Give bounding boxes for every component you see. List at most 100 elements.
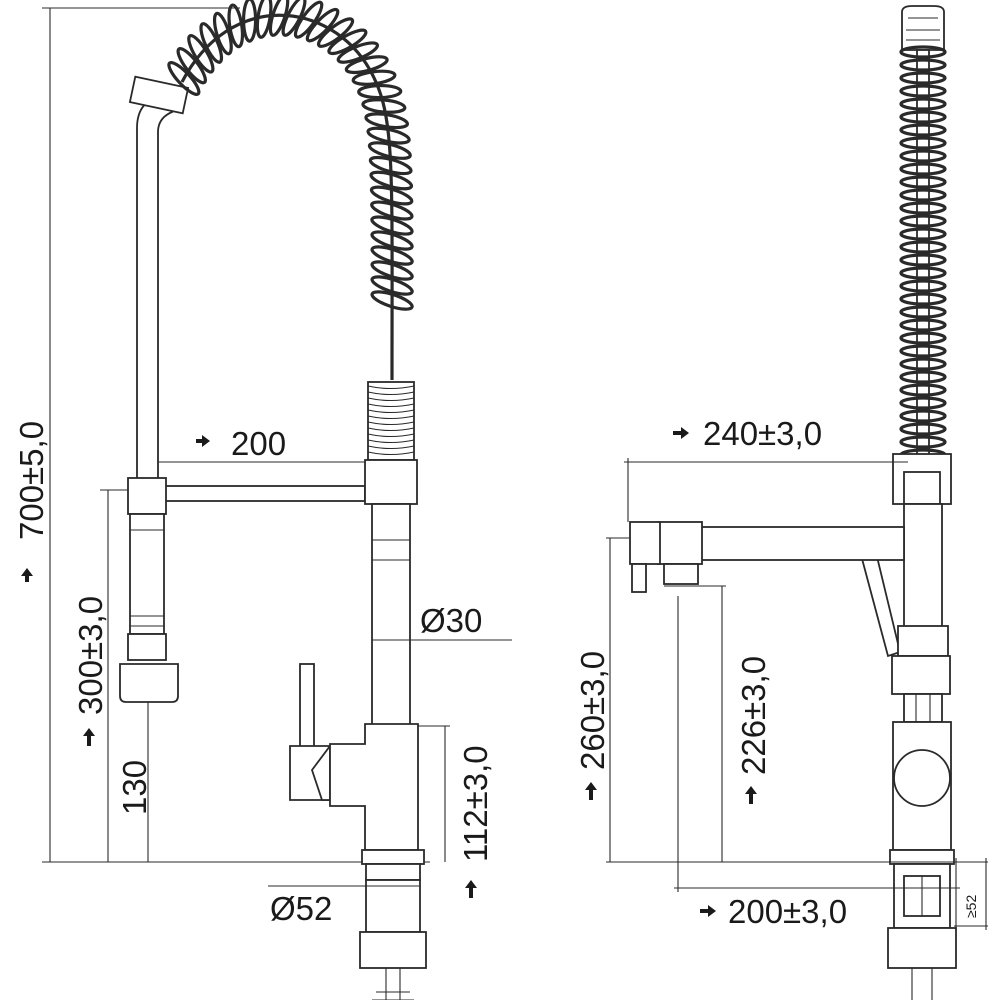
coil-winding <box>351 69 397 86</box>
coil-winding <box>370 200 414 221</box>
side-height-label: 260±3,0 <box>574 651 611 770</box>
coil-winding <box>370 215 414 236</box>
hose-wrap-line <box>367 445 415 450</box>
hose-wrap-line <box>367 427 415 432</box>
base-diameter-label: Ø52 <box>270 890 332 927</box>
coil-winding <box>899 45 947 59</box>
arrow-up-icon <box>745 786 757 804</box>
coil-winding <box>344 55 389 75</box>
base-shank <box>359 849 427 1000</box>
coil-winding <box>899 175 947 189</box>
coil-winding <box>899 396 947 410</box>
coil-winding <box>370 260 414 281</box>
hose-wrap-line <box>367 385 415 390</box>
hose-wrap-line <box>367 403 415 408</box>
coil-winding <box>293 0 324 39</box>
coil-winding <box>370 275 414 296</box>
coil-winding <box>369 170 414 191</box>
coil-winding <box>368 155 413 176</box>
arrow-up-icon <box>585 782 597 800</box>
coil-winding <box>369 185 414 206</box>
coil-winding <box>899 370 947 384</box>
coil-winding <box>899 123 947 137</box>
coil-winding <box>899 344 947 358</box>
arrow-up-icon <box>21 568 33 582</box>
coil-winding <box>255 0 273 39</box>
coil-winding <box>899 188 947 202</box>
coil-winding <box>361 98 407 114</box>
side-reach-dimension <box>624 427 908 522</box>
coil-winding <box>899 149 947 163</box>
arrow-right-icon <box>700 905 716 917</box>
side-outlet-height-label: 226±3,0 <box>735 656 772 775</box>
hose-wrap-line <box>367 397 415 402</box>
side-outlet-height-dimension <box>664 585 757 862</box>
coil-winding <box>357 83 403 100</box>
spray-head <box>119 477 179 703</box>
coil-winding <box>899 71 947 85</box>
coil-winding <box>899 266 947 280</box>
coil-winding <box>899 331 947 345</box>
coil-winding <box>336 41 380 64</box>
min-hole-dimension <box>954 858 988 930</box>
side-height-dimension <box>585 537 960 863</box>
coil-winding <box>227 3 245 49</box>
hose-wrap-line <box>367 391 415 396</box>
side-coil-windings <box>899 45 947 462</box>
coil-winding <box>899 435 947 449</box>
spout-reach-label: 200 <box>231 425 286 462</box>
coil-winding <box>899 409 947 423</box>
lever-handle <box>289 663 331 801</box>
hose-wrap <box>367 381 415 461</box>
coil-winding <box>899 357 947 371</box>
hose-wrap-line <box>367 415 415 420</box>
arrow-up-icon <box>83 728 95 746</box>
coil-winding <box>305 7 340 43</box>
front-coil-windings <box>167 0 414 311</box>
hose-wrap-line <box>367 421 415 426</box>
hose-wrap-line <box>367 409 415 414</box>
coil-winding <box>899 305 947 319</box>
body-diameter-label: Ø30 <box>420 602 482 639</box>
base-height-label: 112±3,0 <box>457 745 494 862</box>
front-view <box>21 0 512 1000</box>
side-base-reach-dimension <box>674 596 960 917</box>
coil-winding <box>370 290 414 311</box>
hose-wrap-line <box>367 433 415 438</box>
coil-winding <box>899 110 947 124</box>
side-reach-label: 240±3,0 <box>703 415 822 452</box>
coil-winding <box>899 240 947 254</box>
total-height-label: 700±5,0 <box>13 421 50 540</box>
coil-winding <box>899 84 947 98</box>
hose-wrap-line <box>367 451 415 456</box>
coil-winding <box>899 97 947 111</box>
coil-winding <box>899 136 947 150</box>
spray-height-label: 130 <box>116 760 153 815</box>
coil-winding <box>899 162 947 176</box>
coil-winding <box>364 112 410 130</box>
side-base-reach-label: 200±3,0 <box>728 893 847 930</box>
coil-winding <box>370 245 414 266</box>
coil-winding <box>281 0 307 37</box>
min-hole-label: ≥52 <box>963 895 979 918</box>
coil-winding <box>370 230 414 251</box>
coil-winding <box>199 22 224 64</box>
coil-winding <box>899 422 947 436</box>
coil-winding <box>367 141 412 160</box>
hose-wrap-line <box>367 439 415 444</box>
coil-winding <box>176 47 207 85</box>
arrow-right-icon <box>196 435 210 447</box>
coil-winding <box>212 11 233 56</box>
coil-winding <box>899 279 947 293</box>
coil-winding <box>187 33 215 74</box>
arrow-up-icon <box>465 880 477 898</box>
coil-winding <box>241 0 258 43</box>
base-height-dimension <box>418 725 477 898</box>
coil-winding <box>366 126 411 145</box>
coil-winding <box>327 28 368 56</box>
coil-winding <box>899 292 947 306</box>
coil-winding <box>899 227 947 241</box>
coil-winding <box>899 318 947 332</box>
coil-winding <box>899 253 947 267</box>
